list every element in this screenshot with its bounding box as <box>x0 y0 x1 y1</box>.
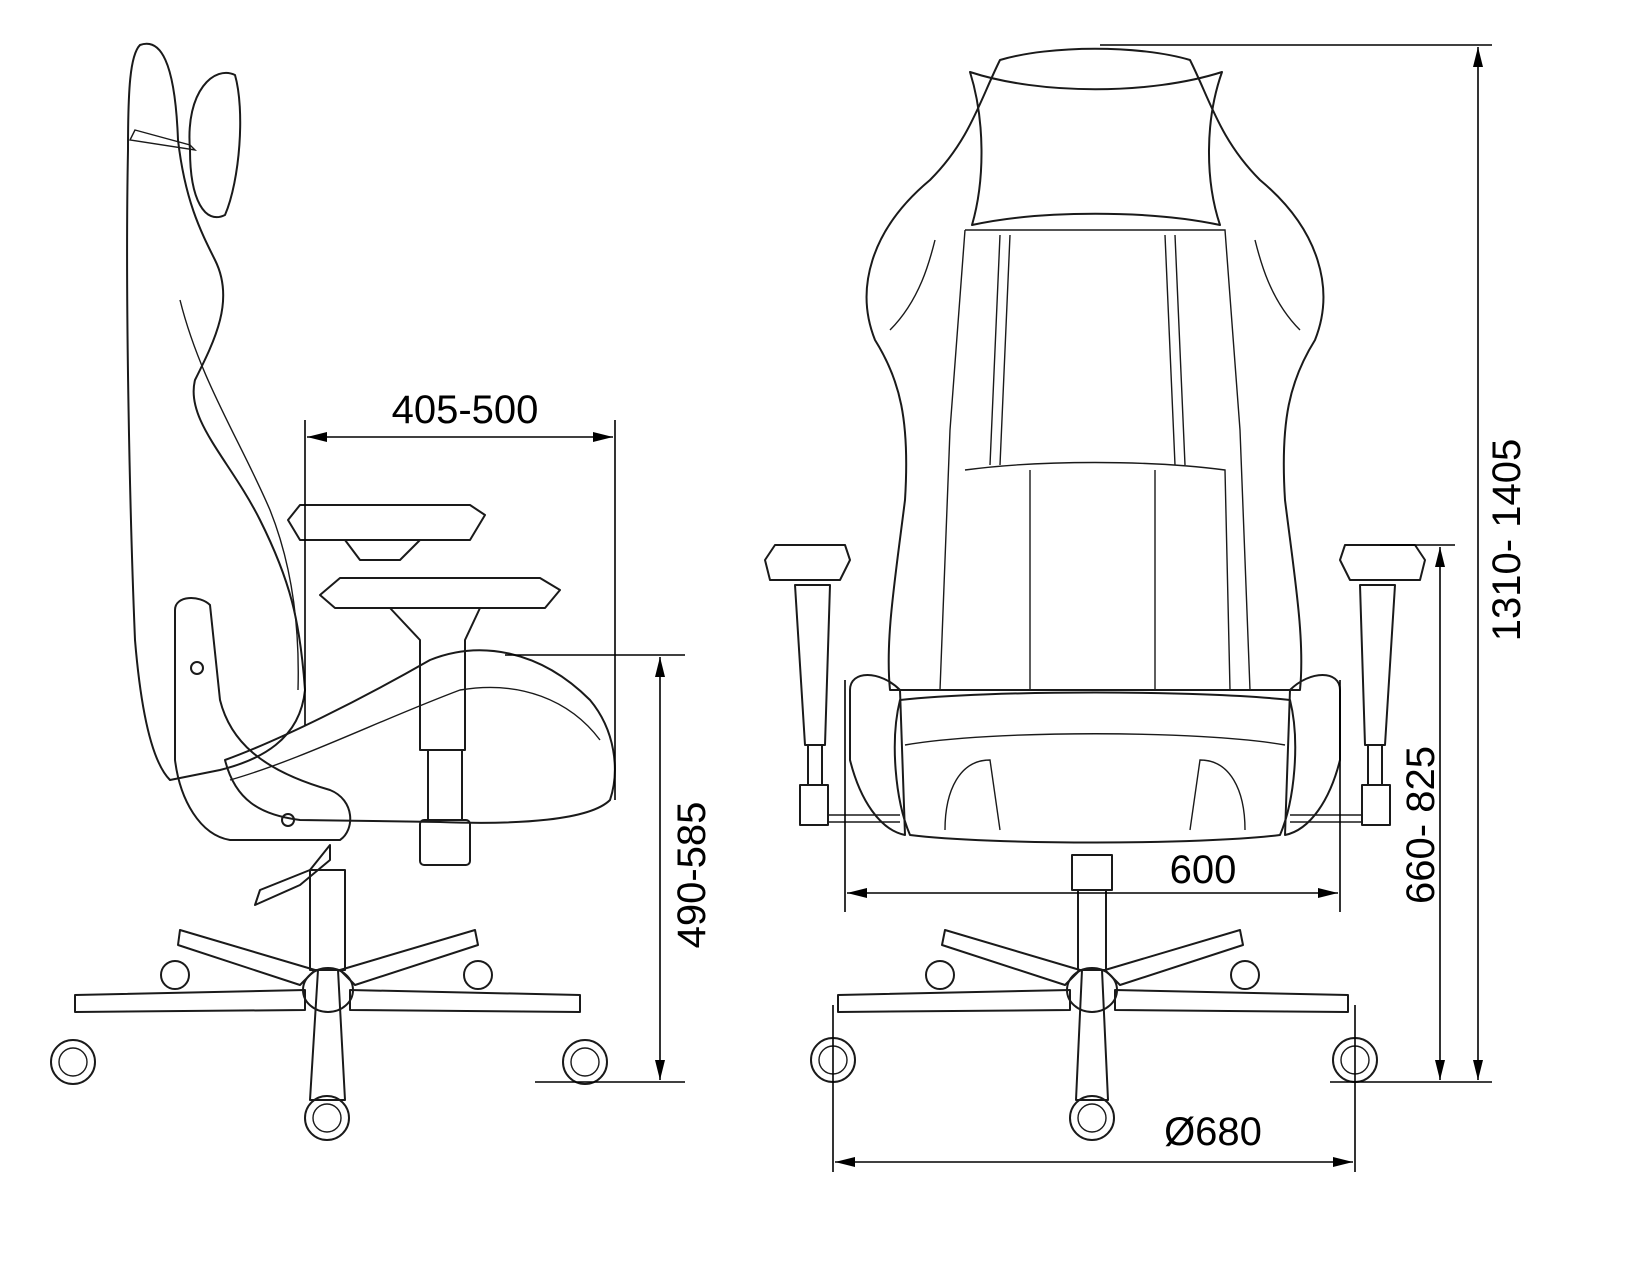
front-backrest <box>865 47 1325 691</box>
side-armrest-sleeve <box>427 749 463 821</box>
front-view-chair <box>764 47 1426 1141</box>
side-view-chair <box>50 42 616 1141</box>
side-armrest-base <box>419 819 471 866</box>
front-seat-right-bolster <box>1284 674 1341 836</box>
base-diameter-label: Ø680 <box>1164 1110 1262 1154</box>
front-headrest-pillow <box>969 71 1223 226</box>
seat-width-label: 600 <box>1170 848 1237 892</box>
dimension-base-diameter: Ø680 <box>832 1005 1356 1172</box>
front-cylinder-cover <box>1071 854 1113 891</box>
side-armrest-post <box>389 607 481 751</box>
seat-height-label: 490-585 <box>670 802 714 949</box>
front-left-armrest <box>764 544 900 826</box>
side-backrest <box>126 42 306 781</box>
dimension-seat-width: 600 <box>844 680 1341 912</box>
dimension-armrest-height: 660- 825 <box>1380 544 1455 1080</box>
seat-depth-label: 405-500 <box>392 388 539 432</box>
side-headrest-pillow <box>188 71 242 219</box>
dimension-total-height: 1310- 1405 <box>1100 44 1529 1083</box>
side-seat-cushion <box>224 649 616 824</box>
dimension-seat-depth: 405-500 <box>304 388 616 800</box>
side-tilt-knob <box>281 813 295 827</box>
front-gas-cylinder <box>1077 889 1107 971</box>
front-base-star <box>837 929 1349 1101</box>
side-casters <box>50 960 608 1141</box>
total-height-label: 1310- 1405 <box>1485 439 1529 641</box>
side-pivot-knob <box>190 661 204 675</box>
dimension-seat-height: 490-585 <box>505 654 714 1083</box>
side-armrest-front-pad <box>319 577 561 609</box>
front-seat-left-bolster <box>849 674 906 836</box>
side-gas-cylinder <box>309 869 346 971</box>
front-casters <box>810 960 1378 1141</box>
side-base-star <box>74 929 581 1101</box>
front-seat-cushion <box>893 691 1297 844</box>
side-armrest-lower-pad <box>174 597 352 841</box>
side-tilt-lever <box>254 844 331 906</box>
side-armrest-rear-pad <box>287 504 486 541</box>
armrest-height-label: 660- 825 <box>1399 746 1443 904</box>
